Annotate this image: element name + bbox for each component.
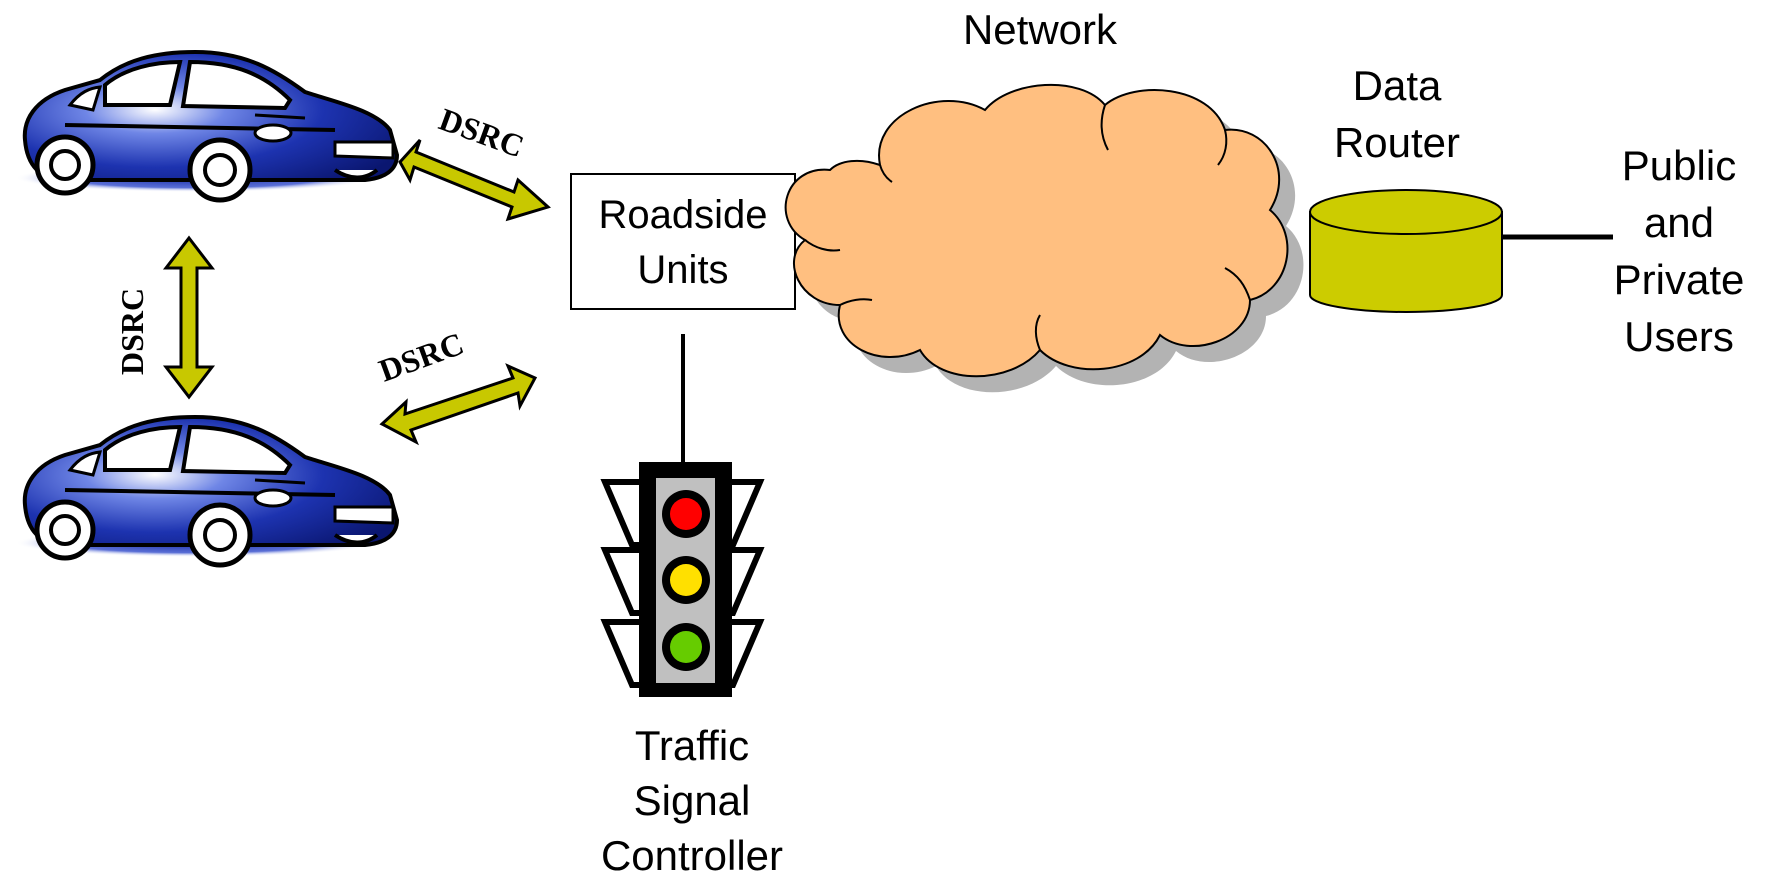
dsrc-label-bottom: DSRC <box>374 325 468 389</box>
users-label-line4: Users <box>1624 313 1734 360</box>
dsrc-arrow-bottom <box>379 363 538 446</box>
dsrc-label-top: DSRC <box>435 101 529 165</box>
network-cloud-icon <box>784 83 1304 393</box>
data-router-label-line2: Router <box>1334 119 1460 166</box>
data-router-cylinder-icon <box>1309 189 1503 313</box>
car-top-icon <box>15 52 397 200</box>
users-label-line2: and <box>1644 199 1714 246</box>
car-bottom-icon <box>15 417 397 565</box>
roadside-units-label-line2: Units <box>637 248 728 292</box>
data-router-label-line1: Data <box>1353 62 1442 109</box>
dsrc-label-vertical: DSRC <box>114 288 150 375</box>
roadside-units-box <box>570 173 796 310</box>
dsrc-arrow-vertical <box>162 235 216 400</box>
traffic-light-icon <box>600 462 765 697</box>
traffic-signal-label-line1: Traffic <box>635 722 749 769</box>
roadside-units-label-line1: Roadside <box>598 193 767 237</box>
users-label-line1: Public <box>1622 142 1736 189</box>
traffic-signal-label-line2: Signal <box>634 777 751 824</box>
network-label: Network <box>963 6 1118 53</box>
dsrc-arrow-top <box>398 138 551 222</box>
users-label-line3: Private <box>1614 256 1745 303</box>
traffic-signal-label-line3: Controller <box>601 832 783 876</box>
